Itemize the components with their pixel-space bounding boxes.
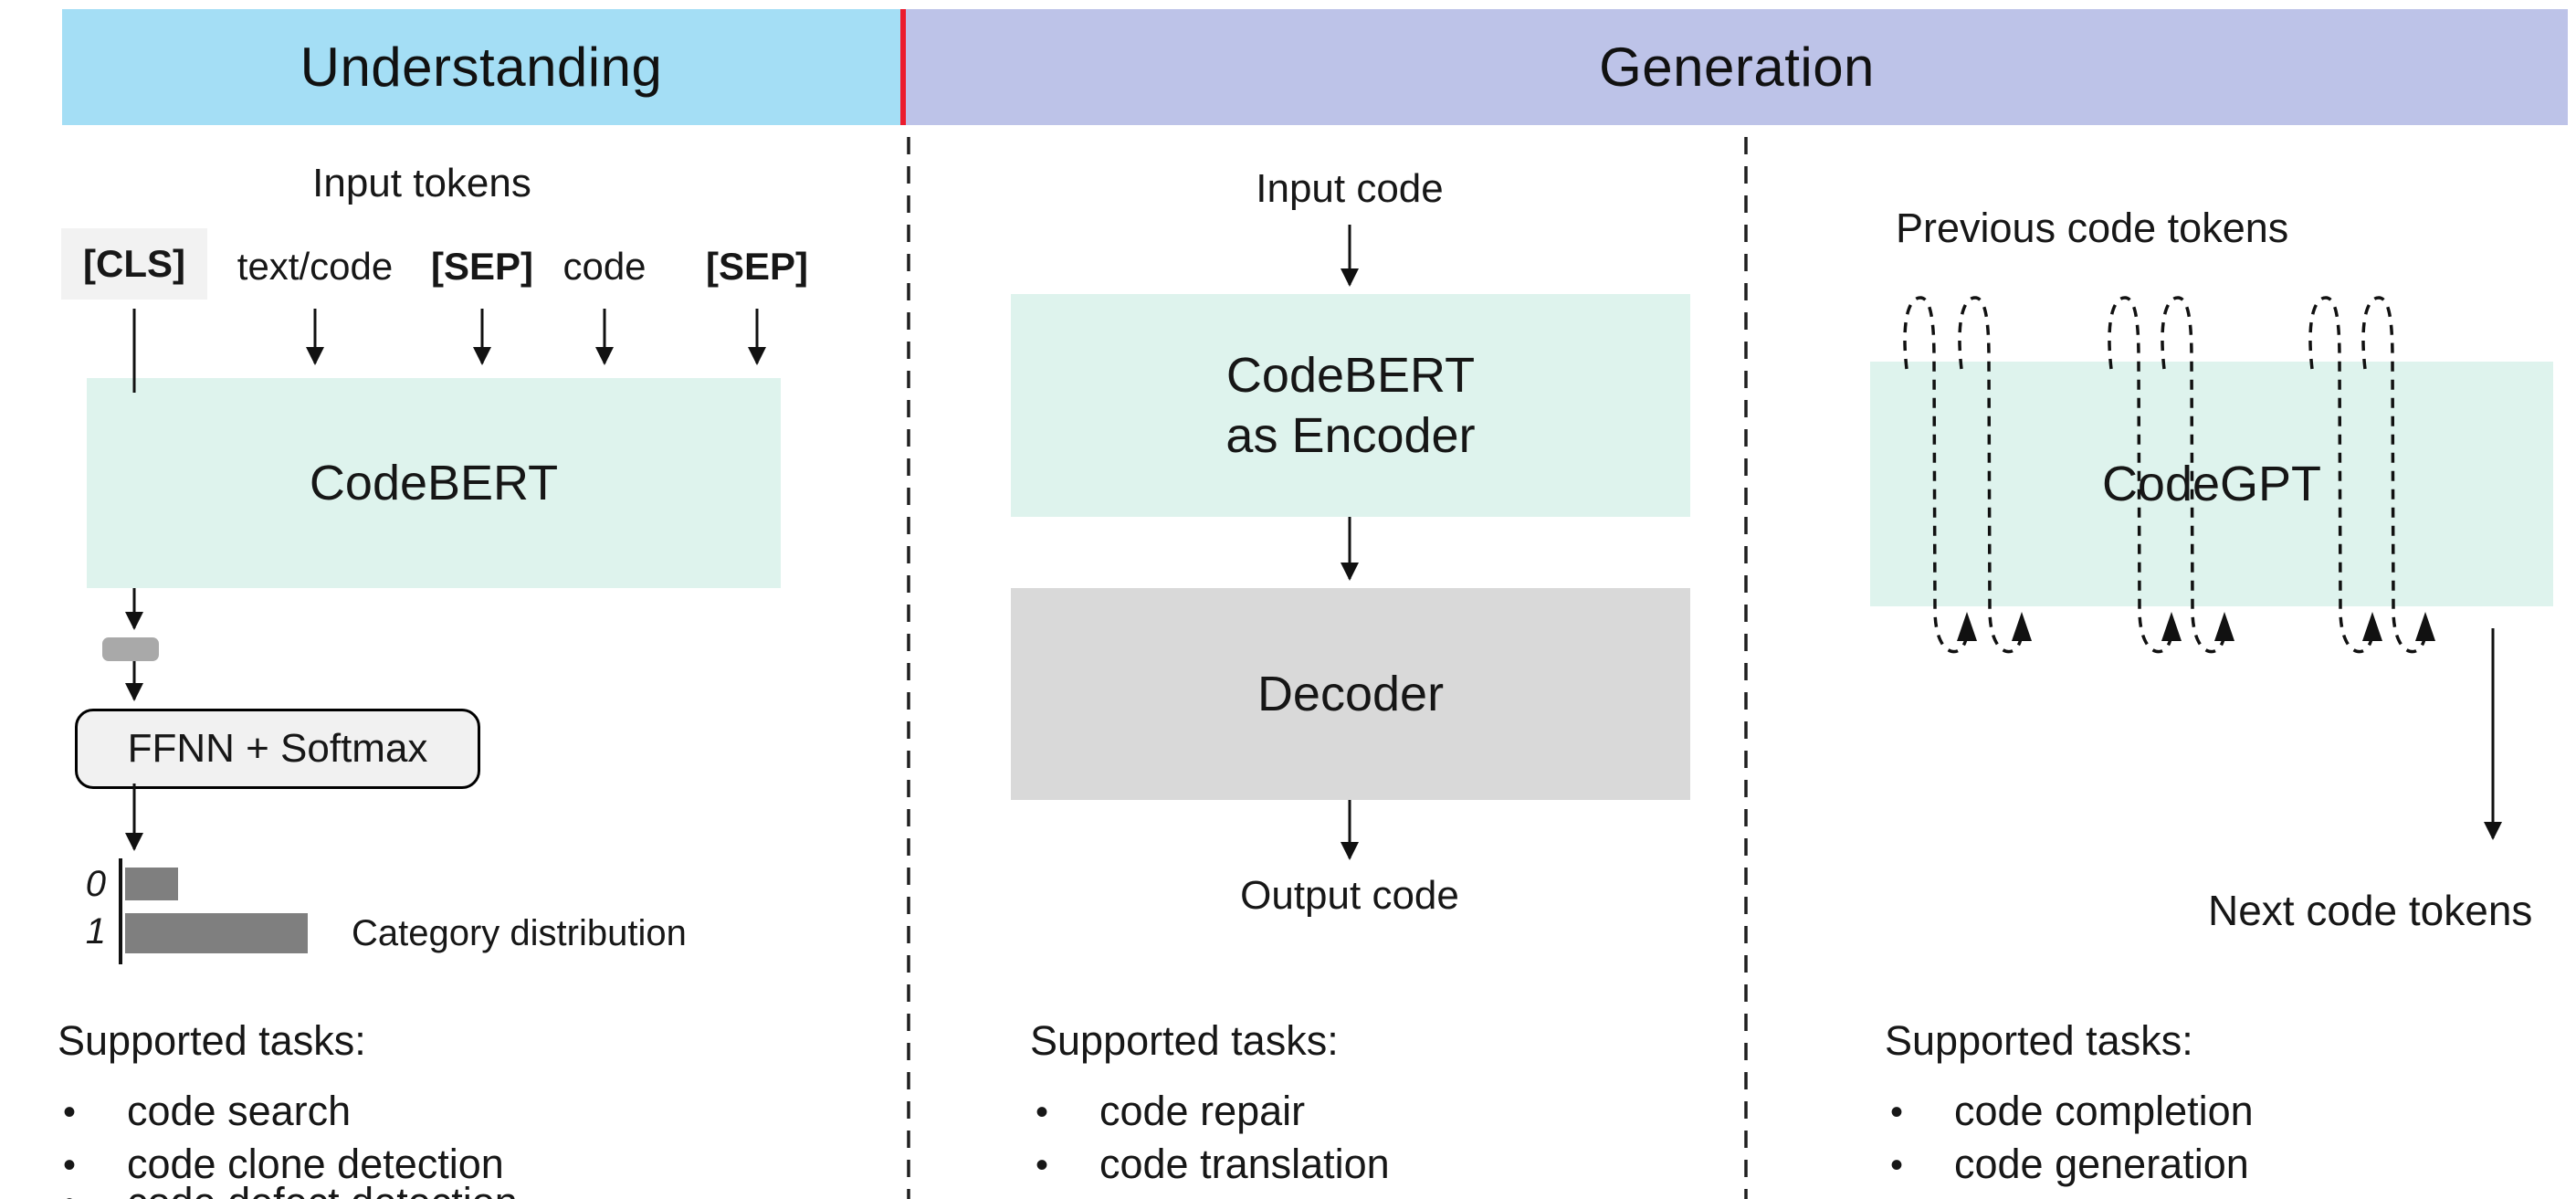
token-sep-1: [SEP]	[430, 245, 534, 288]
cls-embedding-bar	[102, 637, 159, 661]
chart-bar-1	[125, 913, 308, 953]
output-code-label: Output code	[1240, 873, 1459, 918]
codegpt-box-label: CodeGPT	[2101, 457, 2322, 511]
codegpt-box: CodeGPT	[1870, 362, 2553, 606]
chart-caption: Category distribution	[352, 913, 687, 953]
task-item: • code translation	[1030, 1140, 1390, 1193]
bullet-icon: •	[63, 1092, 77, 1132]
previous-code-tokens-label: Previous code tokens	[1896, 205, 2289, 251]
understanding-banner-label: Understanding	[300, 37, 663, 98]
tasks-heading: Supported tasks:	[1885, 1017, 2193, 1064]
bullet-icon: •	[1890, 1092, 1904, 1132]
token-cls: [CLS]	[61, 228, 207, 300]
input-code-label: Input code	[1256, 166, 1444, 211]
token-text-code: text/code	[237, 245, 394, 288]
generation-banner: Generation	[906, 9, 2568, 125]
ffnn-softmax-label: FFNN + Softmax	[127, 726, 428, 771]
recurrence-loop-arrowhead	[1957, 612, 1977, 641]
recurrence-loop-arrowhead	[2214, 612, 2234, 641]
tasks-understanding: Supported tasks: • code search • code cl…	[58, 1017, 504, 1193]
header-red-divider	[900, 9, 906, 125]
token-sep-2: [SEP]	[705, 245, 809, 288]
codebert-box-label: CodeBERT	[309, 456, 559, 510]
chart-tick-0: 0	[85, 864, 106, 904]
token-code: code	[563, 245, 647, 288]
decoder-box: Decoder	[1011, 588, 1690, 800]
encoder-box-line-1: CodeBERT	[1225, 348, 1476, 403]
bullet-icon: •	[1890, 1145, 1904, 1185]
recurrence-loop-arrowhead	[2012, 612, 2032, 641]
ffnn-softmax-box: FFNN + Softmax	[75, 709, 480, 789]
encoder-box-line-2: as Encoder	[1225, 408, 1476, 463]
bullet-icon: •	[1036, 1145, 1049, 1185]
tasks-heading: Supported tasks:	[58, 1017, 366, 1064]
task-item: • code clone detection	[58, 1140, 504, 1193]
recurrence-loop-arrowhead	[2362, 612, 2382, 641]
codebert-encoder-box: CodeBERT as Encoder	[1011, 294, 1690, 517]
bullet-icon: •	[1036, 1092, 1049, 1132]
codebert-box: CodeBERT	[87, 378, 781, 588]
task-item-clipped: • code defect detection	[58, 1178, 518, 1199]
recurrence-loop-arrowhead	[2415, 612, 2435, 641]
chart-bar-0	[125, 868, 178, 900]
recurrence-loop-arrowhead	[2161, 612, 2182, 641]
task-item: • code repair	[1030, 1087, 1390, 1140]
task-item: • code completion	[1885, 1087, 2254, 1140]
decoder-box-label: Decoder	[1256, 667, 1445, 721]
tasks-encoder-decoder: Supported tasks: • code repair • code tr…	[1030, 1017, 1390, 1193]
understanding-banner: Understanding	[62, 9, 900, 125]
generation-banner-label: Generation	[1599, 37, 1875, 98]
bullet-icon: •	[58, 1178, 127, 1199]
input-tokens-label: Input tokens	[312, 161, 531, 205]
bullet-icon: •	[63, 1145, 77, 1185]
task-item: • code search	[58, 1087, 504, 1140]
tasks-heading: Supported tasks:	[1030, 1017, 1339, 1064]
chart-axis	[119, 858, 122, 964]
next-code-tokens-label: Next code tokens	[2208, 887, 2533, 934]
task-item: • code generation	[1885, 1140, 2254, 1193]
chart-tick-1: 1	[85, 911, 106, 952]
tasks-codegpt: Supported tasks: • code completion • cod…	[1885, 1017, 2254, 1193]
